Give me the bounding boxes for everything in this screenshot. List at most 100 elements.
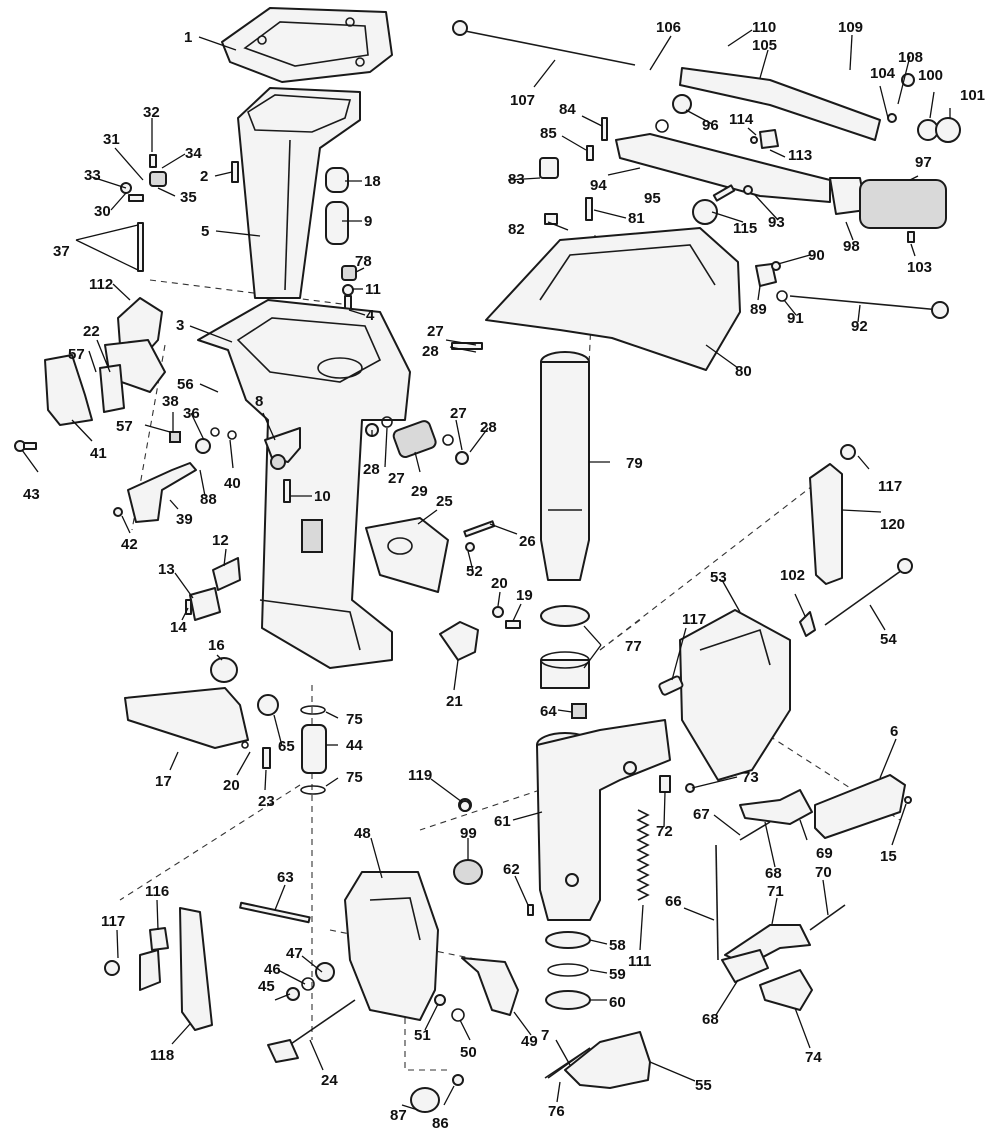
clamp-bracket-53: [658, 609, 791, 781]
plate-6-15: [814, 774, 912, 839]
callout-102: 102: [780, 567, 805, 584]
callout-52: 52: [466, 563, 483, 580]
callout-84: 84: [559, 101, 576, 118]
callout-18: 18: [364, 173, 381, 190]
callout-87: 87: [390, 1107, 407, 1124]
callout-94: 94: [590, 177, 607, 194]
callout-89: 89: [750, 301, 767, 318]
callout-71: 71: [767, 883, 784, 900]
callout-114: 114: [729, 111, 754, 128]
lever-49: [461, 957, 519, 1016]
callout-16: 16: [208, 637, 225, 654]
callout-109: 109: [838, 19, 863, 36]
callout-63: 63: [277, 869, 294, 886]
callout-101: 101: [960, 87, 985, 104]
callout-74: 74: [805, 1049, 822, 1066]
callout-32: 32: [143, 104, 160, 121]
callout-25: 25: [436, 493, 453, 510]
callout-112: 112: [89, 276, 113, 293]
plate-12-13: [185, 557, 241, 683]
callout-20b: 20: [491, 575, 508, 592]
disc-87: [410, 1074, 464, 1113]
exhaust-housing-5: [237, 87, 361, 299]
callout-26: 26: [519, 533, 536, 550]
clip-74: [759, 969, 813, 1011]
callout-90: 90: [808, 247, 825, 264]
callout-7: 7: [541, 1027, 549, 1044]
callout-55: 55: [695, 1077, 712, 1094]
callout-40: 40: [224, 475, 241, 492]
callout-119: 119: [408, 767, 432, 784]
callout-46: 46: [264, 961, 281, 978]
rod-66: [715, 844, 719, 961]
lever-69-67: [739, 789, 813, 841]
callout-116: 116: [145, 883, 169, 900]
callout-8: 8: [255, 393, 263, 410]
callout-76: 76: [548, 1103, 565, 1120]
callout-28a: 28: [422, 343, 439, 360]
callout-37: 37: [53, 243, 70, 260]
callout-10: 10: [314, 488, 331, 505]
callout-27c: 27: [388, 470, 405, 487]
callout-54: 54: [880, 631, 897, 648]
link-120: [809, 444, 856, 585]
callout-28c: 28: [363, 461, 380, 478]
callout-108: 108: [898, 49, 923, 66]
callout-75a: 75: [346, 711, 363, 728]
callout-77: 77: [625, 638, 642, 655]
callout-110: 110: [752, 19, 776, 36]
callout-21: 21: [446, 693, 463, 710]
mount-29-assembly: [365, 416, 469, 465]
callout-68a: 68: [765, 865, 782, 882]
callout-50: 50: [460, 1044, 477, 1061]
callout-92: 92: [851, 318, 868, 335]
callout-91: 91: [787, 310, 804, 327]
clamp-bracket-48: [239, 871, 465, 1022]
callout-107: 107: [510, 92, 535, 109]
callout-29: 29: [411, 483, 428, 500]
callout-104: 104: [870, 65, 896, 82]
callout-17: 17: [155, 773, 172, 790]
callout-100: 100: [918, 67, 943, 84]
callout-47: 47: [286, 945, 303, 962]
callout-51: 51: [414, 1027, 431, 1044]
callout-53: 53: [710, 569, 727, 586]
callout-34: 34: [185, 145, 202, 162]
callout-78: 78: [355, 253, 372, 270]
callout-24: 24: [321, 1072, 338, 1089]
callout-labels: 1 2 3 4 5 6 7 8 9 10 11 12 13 14 15 16 1…: [23, 19, 985, 1132]
callout-14: 14: [170, 619, 187, 636]
callout-120: 120: [880, 516, 905, 533]
bolt-24: [267, 999, 356, 1063]
callout-79: 79: [626, 455, 643, 472]
bracket-25-21: [365, 517, 521, 661]
callout-42: 42: [121, 536, 138, 553]
cover-17: [124, 687, 279, 769]
callout-85: 85: [540, 125, 557, 142]
callout-44: 44: [346, 737, 363, 754]
callout-93: 93: [768, 214, 785, 231]
callout-117a: 117: [101, 913, 125, 930]
callout-62: 62: [503, 861, 520, 878]
callout-106: 106: [656, 19, 681, 36]
callout-117b: 117: [682, 611, 706, 628]
callout-115: 115: [733, 220, 757, 237]
callout-111: 111: [628, 953, 651, 970]
callout-99: 99: [460, 825, 477, 842]
tilt-lock-55: [544, 1031, 651, 1089]
callout-4: 4: [366, 307, 375, 324]
callout-2: 2: [200, 168, 208, 185]
callout-41: 41: [90, 445, 107, 462]
knob-99: [453, 859, 483, 885]
callout-65: 65: [278, 738, 295, 755]
callout-45: 45: [258, 978, 275, 995]
steering-handle-assembly: [452, 20, 961, 243]
callout-30: 30: [94, 203, 111, 220]
callout-86: 86: [432, 1115, 449, 1132]
callout-72: 72: [656, 823, 673, 840]
callout-60: 60: [609, 994, 626, 1011]
bracket-parts-left: [14, 297, 237, 523]
callout-36: 36: [183, 405, 200, 422]
callout-98: 98: [843, 238, 860, 255]
